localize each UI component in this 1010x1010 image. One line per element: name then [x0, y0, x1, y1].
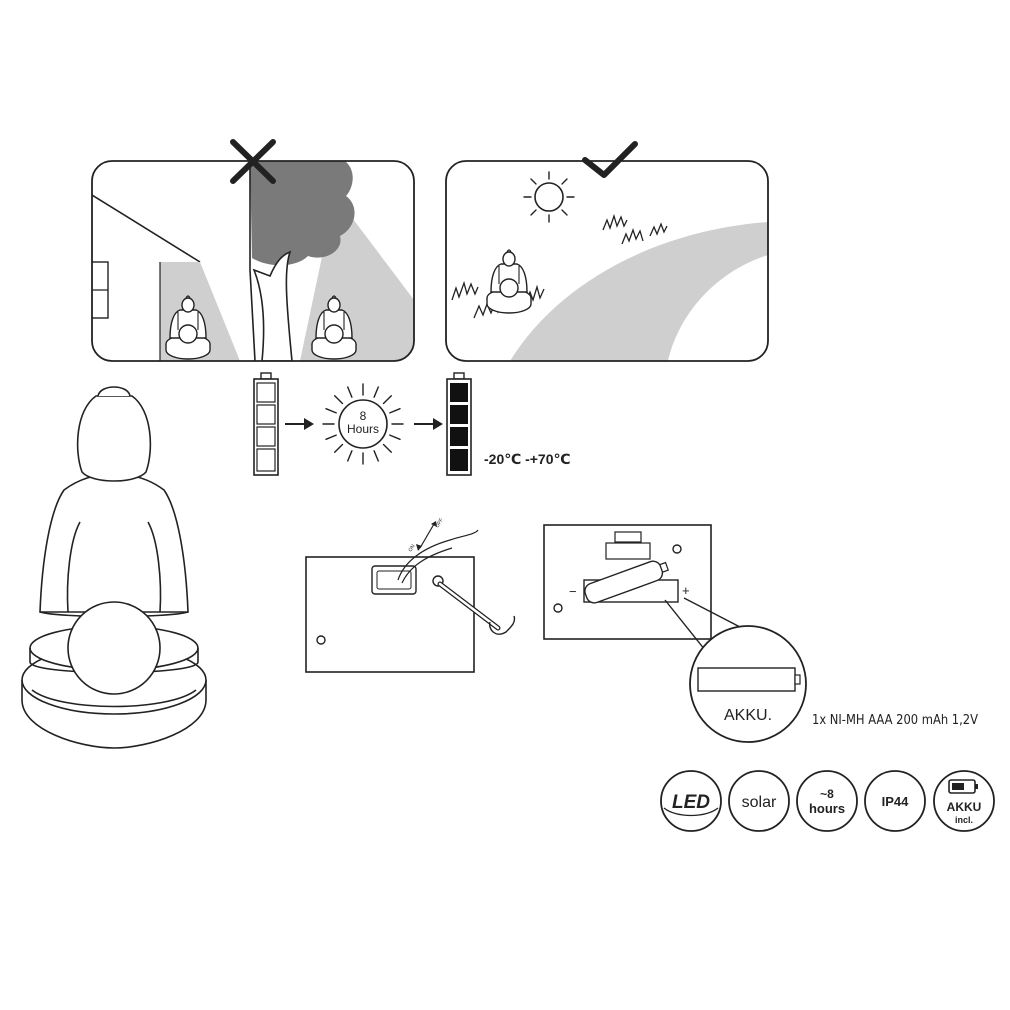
badge-ip44-label: IP44 [882, 794, 910, 809]
good-placement-panel [445, 141, 769, 362]
switch-instruction: ON OFF [305, 517, 516, 673]
battery-spec: 1x NI-MH AAA 200 mAh 1,2V [812, 713, 978, 728]
badge-led-label: LED [672, 792, 710, 813]
badge-akku: AKKU incl. [933, 770, 995, 832]
sun-ray [325, 434, 337, 441]
sun-ray [389, 407, 401, 414]
magnifier-battery-label: AKKU. [724, 707, 772, 724]
cross-icon [230, 139, 276, 184]
aaa-battery-icon [697, 667, 801, 692]
full-battery-icon [446, 372, 472, 476]
buddha-statue-illustration [21, 386, 207, 749]
battery-compartment-instruction: − + AKKU. 1x NI-MH AAA 200 mAh 1,2V [543, 524, 978, 743]
badge-led: LED [660, 770, 722, 832]
sun-ray [382, 443, 392, 453]
sun-ray [373, 450, 380, 462]
temperature-range: -20℃ -+70℃ [484, 451, 570, 467]
bad-placement-panel [91, 139, 415, 362]
sun-ray [373, 386, 380, 398]
sun-ray [334, 395, 344, 405]
badge-hours: ~8 hours [796, 770, 858, 832]
sun-ray [325, 407, 337, 414]
switch-off-label: OFF [435, 517, 445, 529]
check-icon [582, 141, 638, 178]
badge-ip44: IP44 [864, 770, 926, 832]
battery-minus-label: − [569, 584, 577, 599]
arrow-right-icon [285, 418, 314, 430]
badge-hours-unit: hours [809, 801, 845, 816]
empty-battery-icon [253, 372, 279, 476]
charge-duration-unit: Hours [347, 422, 379, 436]
feature-badges: LED solar ~8 hours IP44 AKKU incl. [660, 770, 995, 832]
sun-ray [346, 386, 353, 398]
sun-icon [322, 383, 404, 465]
charge-duration-value: 8 [360, 409, 367, 423]
sun-ray [346, 450, 353, 462]
sun-icon [523, 171, 575, 223]
sun-ray [382, 395, 392, 405]
battery-plus-label: + [682, 583, 690, 598]
arrow-right-icon [414, 418, 443, 430]
badge-hours-value: ~8 [820, 787, 834, 801]
battery-icon [948, 779, 978, 794]
sun-ray [389, 434, 401, 441]
badge-solar-label: solar [742, 794, 777, 811]
badge-akku-sub: incl. [955, 815, 973, 825]
switch-on-label: ON [408, 543, 417, 553]
sun-ray [334, 443, 344, 453]
badge-akku-label: AKKU [947, 800, 982, 814]
charging-sequence: 8 Hours -20℃ -+70℃ [253, 372, 570, 476]
badge-solar: solar [728, 770, 790, 832]
